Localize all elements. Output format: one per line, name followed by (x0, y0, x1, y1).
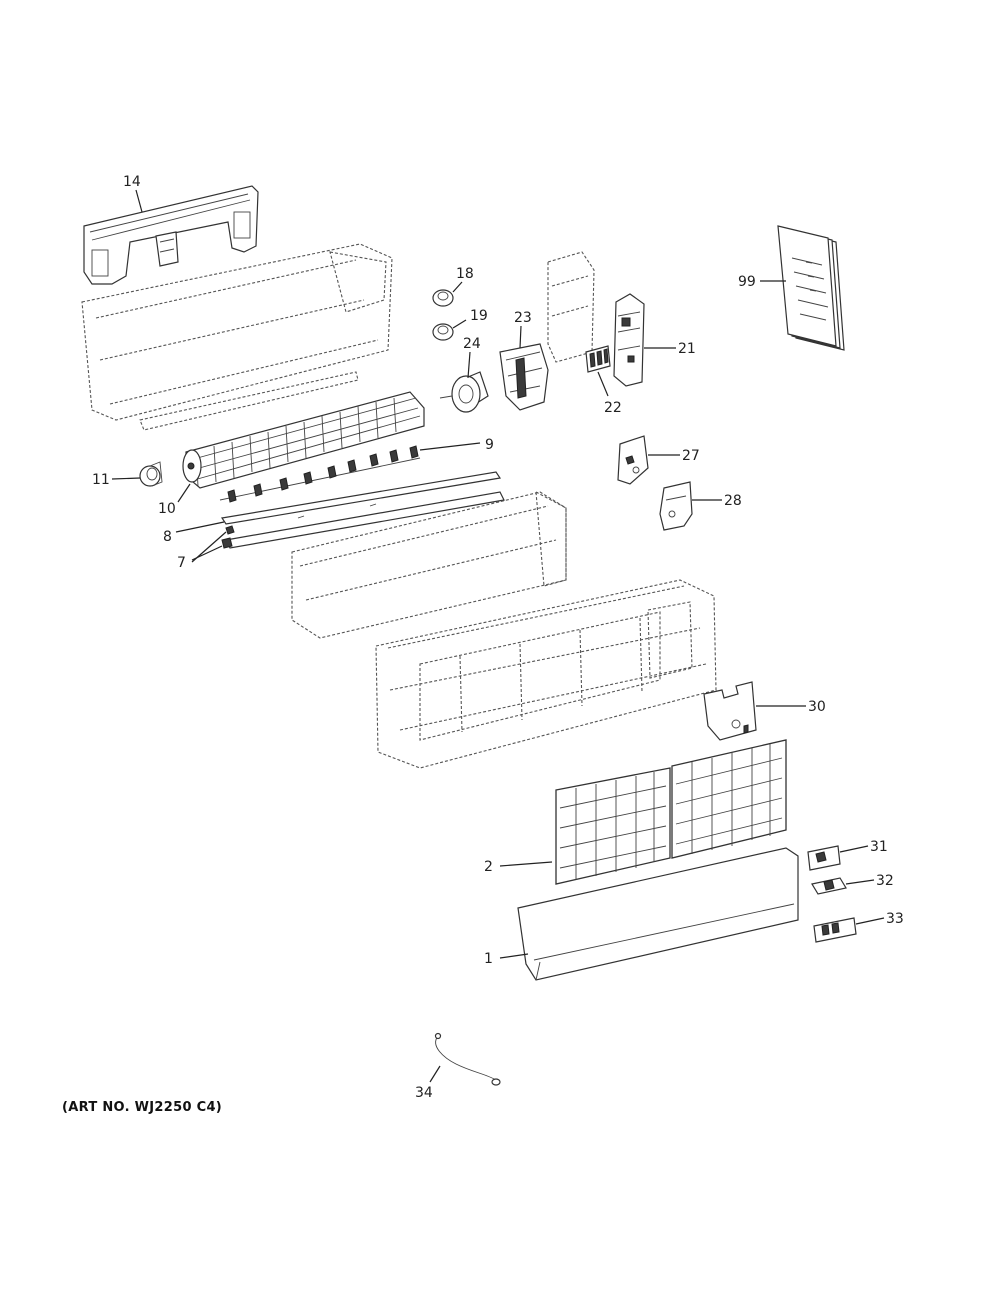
part-8-louver-link (220, 471, 502, 525)
part-22-terminal-block (585, 345, 611, 373)
callout-14: 14 (123, 174, 141, 190)
part-24-fan-motor (439, 371, 489, 413)
part-19-bearing (432, 323, 454, 341)
part-34-sensor-wire (434, 1032, 501, 1086)
callout-1: 1 (484, 951, 493, 967)
part-21-control-board (613, 293, 645, 387)
callout-2: 2 (484, 859, 493, 875)
part-28-shield (659, 481, 693, 531)
callout-31: 31 (870, 839, 888, 855)
part-23-motor-bracket (499, 343, 549, 411)
callout-22: 22 (604, 400, 622, 416)
callout-10: 10 (158, 501, 176, 517)
callout-7: 7 (177, 555, 186, 571)
callout-34: 34 (415, 1085, 433, 1101)
part-32-receiver (811, 877, 847, 895)
callout-19: 19 (470, 308, 488, 324)
callout-23: 23 (514, 310, 532, 326)
evaporator-coil (291, 491, 567, 639)
part-18-bearing (432, 289, 454, 307)
callout-33: 33 (886, 911, 904, 927)
callout-11: 11 (92, 472, 110, 488)
callout-9: 9 (485, 437, 494, 453)
callout-30: 30 (808, 699, 826, 715)
front-frame (375, 579, 717, 769)
part-11-bearing-housing (139, 461, 163, 487)
callout-27: 27 (682, 448, 700, 464)
part-9-louver-row (219, 445, 421, 503)
callout-18: 18 (456, 266, 474, 282)
art-number: (ART NO. WJ2250 C4) (62, 1100, 223, 1115)
electrical-box (547, 251, 595, 363)
part-33-display-panel (813, 917, 857, 943)
part-7-louver-clips (221, 491, 505, 549)
part-99-manual (777, 225, 845, 351)
callout-32: 32 (876, 873, 894, 889)
callout-21: 21 (678, 341, 696, 357)
part-27-cover (617, 435, 649, 485)
chassis-housing (81, 243, 393, 431)
part-31-display-board (807, 845, 841, 871)
part-1-front-panel (517, 847, 799, 981)
part-14-mounting-plate (83, 185, 259, 285)
callout-99: 99 (738, 274, 756, 290)
part-30-plate (703, 681, 757, 741)
callout-8: 8 (163, 529, 172, 545)
part-2-air-filters (555, 739, 787, 885)
part-10-blower-wheel (182, 391, 425, 489)
callout-28: 28 (724, 493, 742, 509)
callout-24: 24 (463, 336, 481, 352)
